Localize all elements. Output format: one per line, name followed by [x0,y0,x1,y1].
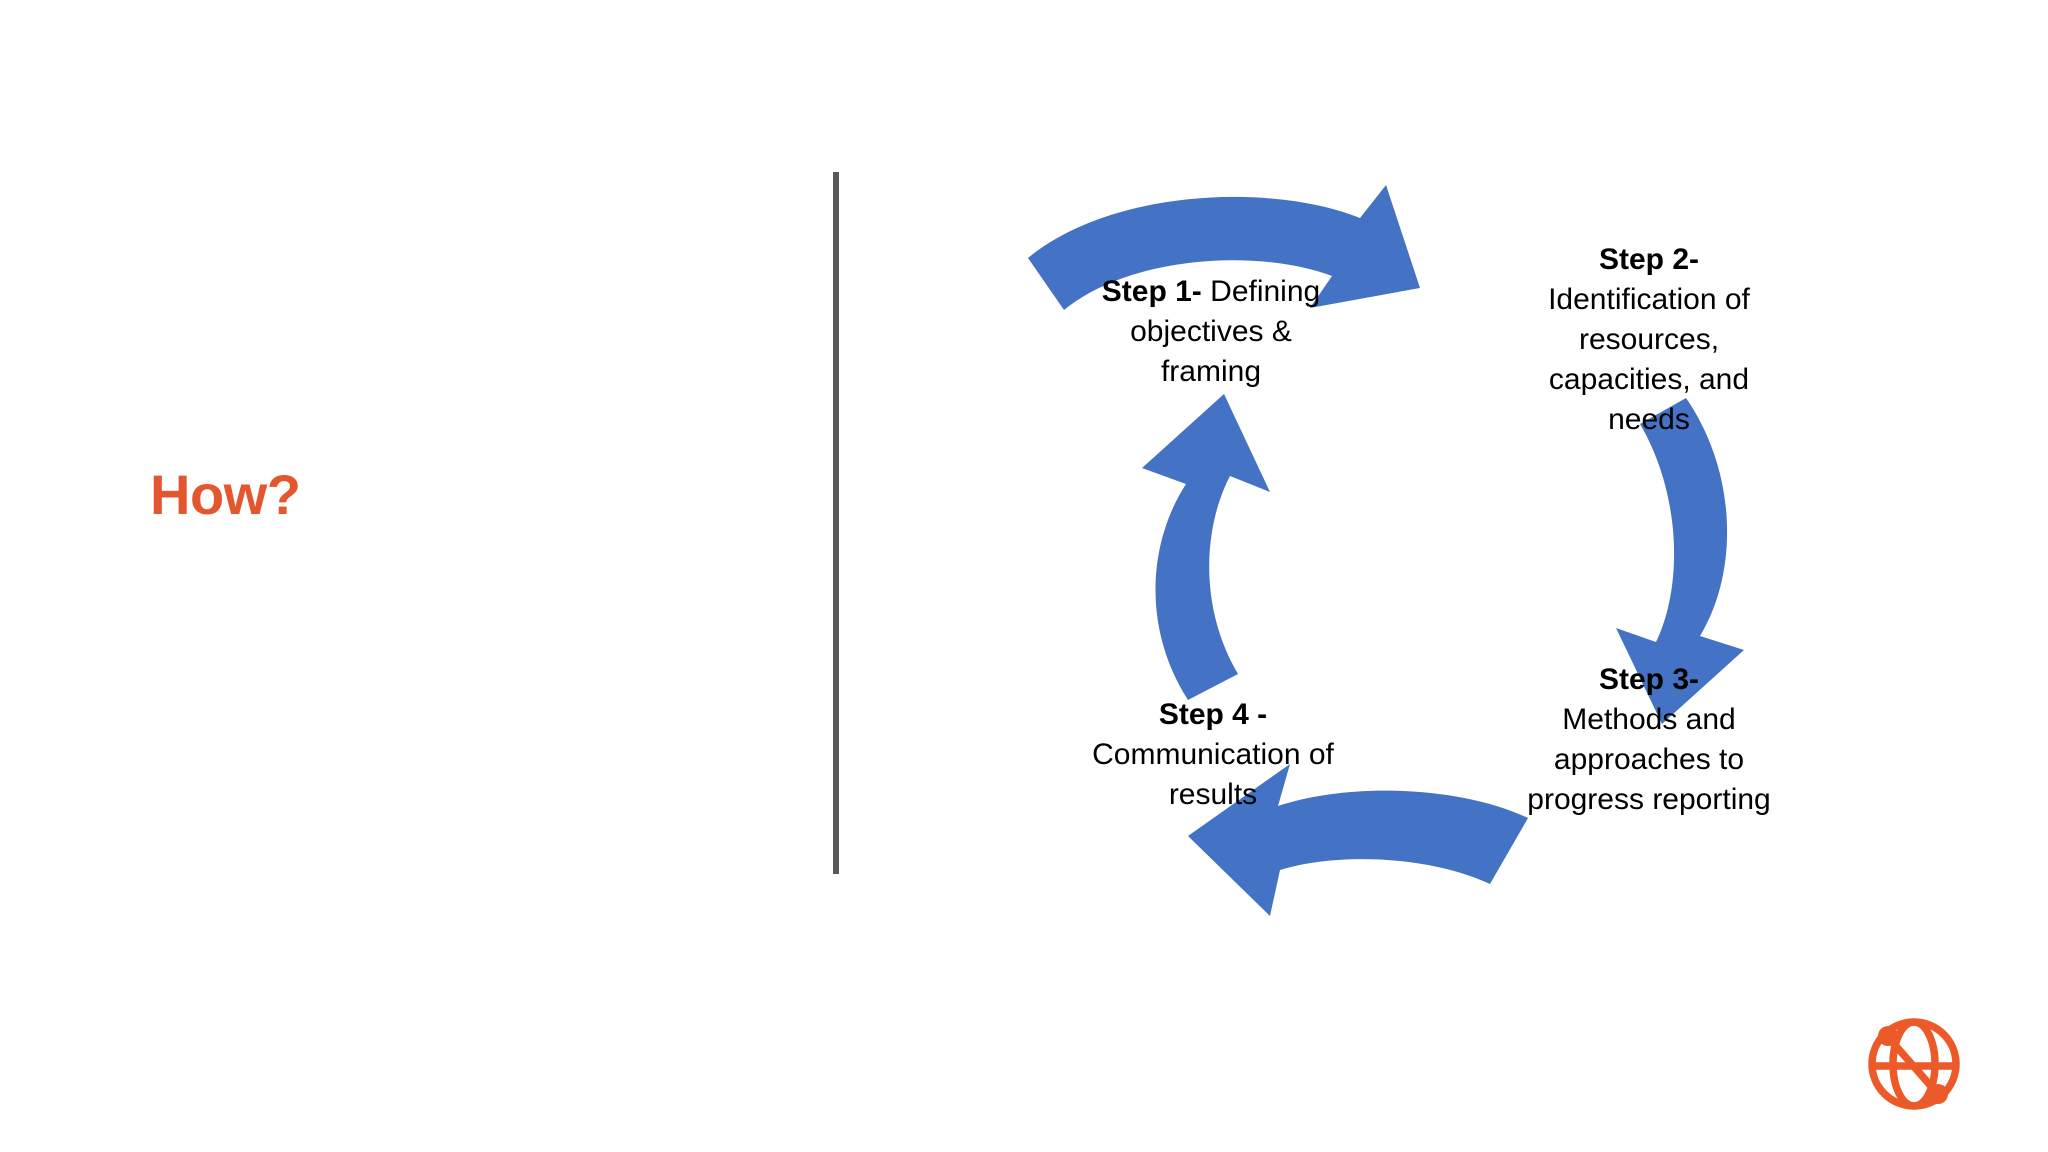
logo-node-bottom [1928,1084,1948,1104]
step-3-lead: Step 3- [1598,663,1700,696]
step-2-lead: Step 2- [1598,243,1700,276]
step-4-body: Communication of results [1092,737,1334,811]
page-title: How? [150,463,301,526]
arrow-bottom-icon [1188,764,1528,916]
step-2-body: Identification of resources, capacities,… [1548,282,1750,436]
cycle-arrows-graphic [1028,185,1744,916]
cycle-diagram: Step 1- Defining objectives & framing St… [1020,180,1860,920]
vertical-divider [833,172,839,874]
logo-node-top [1878,1026,1898,1046]
step-1-lead: Step 1- [1101,275,1202,308]
step-1-label: Step 1- Defining objectives & framing [1085,272,1337,392]
globe-network-icon [1868,1018,1960,1110]
globe-network-logo [1858,1008,1970,1120]
step-3-body: Methods and approaches to progress repor… [1527,702,1771,816]
step-4-lead: Step 4 - [1158,698,1268,731]
step-4-label: Step 4 - Communication of results [1083,695,1343,815]
step-3-label: Step 3- Methods and approaches to progre… [1524,660,1774,820]
arrow-left-icon [1142,394,1270,700]
step-1-body: Defining objectives & framing [1130,275,1321,388]
arrow-top-icon [1028,185,1420,310]
step-2-label: Step 2- Identification of resources, cap… [1524,240,1774,439]
arrow-right-icon [1616,398,1744,724]
